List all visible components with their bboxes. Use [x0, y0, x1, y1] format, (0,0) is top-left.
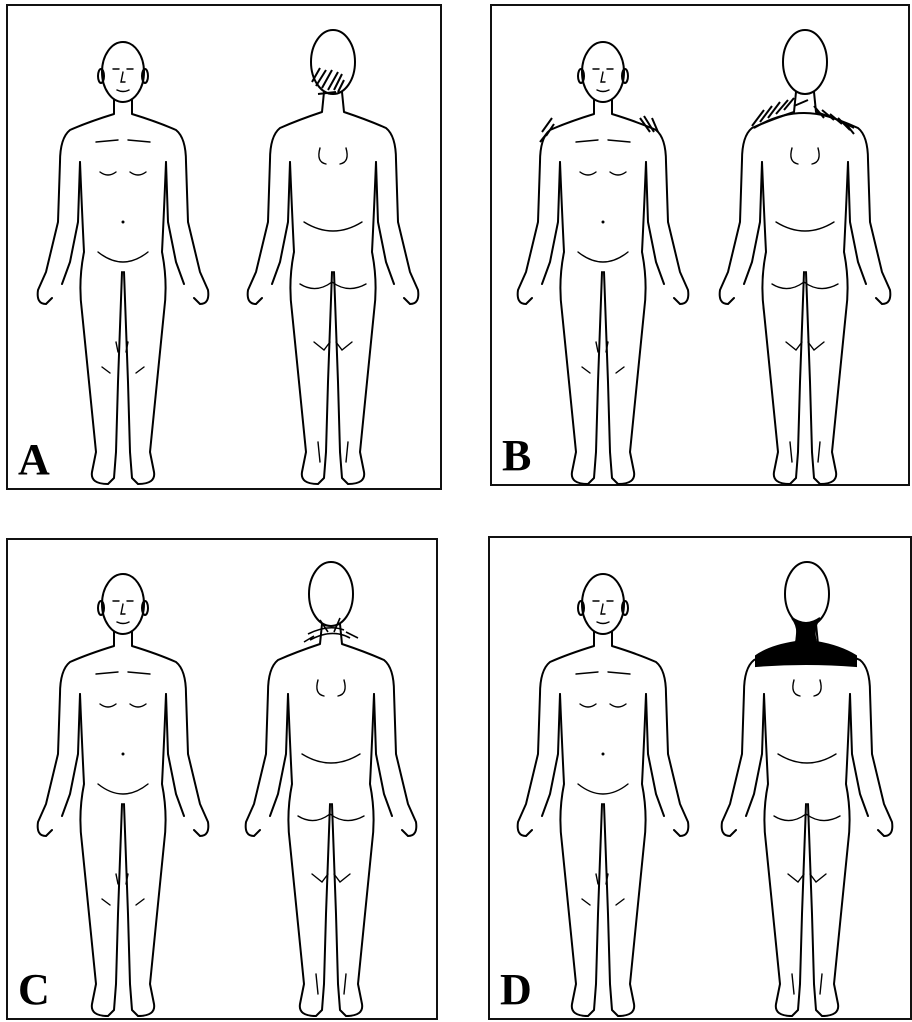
front-body-figure [518, 42, 689, 484]
panel-b-figures [492, 6, 912, 488]
front-body-figure [38, 574, 209, 1016]
neck-hatch-marking [312, 68, 344, 94]
back-body-figure [720, 30, 891, 484]
neck-shoulder-solid-marking [756, 618, 856, 666]
panel-c: C [6, 538, 438, 1020]
panel-a-figures [8, 6, 444, 492]
panel-c-figures [8, 540, 440, 1022]
front-body-figure [38, 42, 209, 484]
panel-d: D [488, 536, 912, 1020]
panel-label-d: D [500, 968, 532, 1012]
back-body-figure [248, 30, 419, 484]
panel-label-c: C [18, 968, 50, 1012]
neck-sketch-marking [304, 618, 358, 642]
panel-label-b: B [502, 434, 531, 478]
panel-a: A [6, 4, 442, 490]
shoulder-hatch-marking [540, 98, 854, 142]
panel-d-figures [490, 538, 912, 1022]
panel-b: B [490, 4, 910, 486]
front-body-figure [518, 574, 689, 1016]
panel-label-a: A [18, 438, 50, 482]
back-body-figure [246, 562, 417, 1016]
